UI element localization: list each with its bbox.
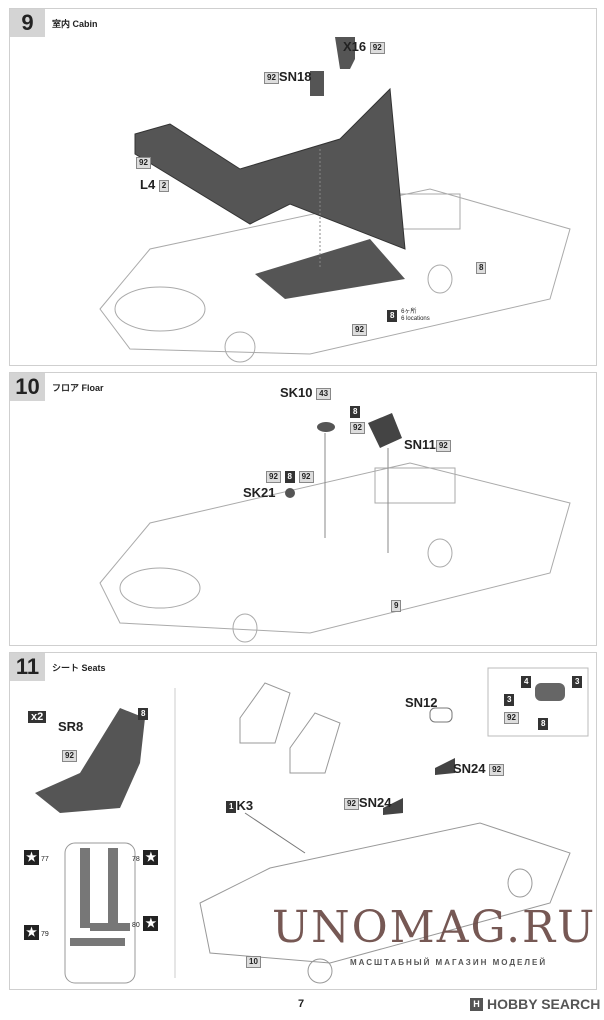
label-sn12: SN12	[405, 695, 438, 710]
x16-pedals-part	[335, 37, 355, 69]
step-number: 10	[10, 373, 45, 401]
callout-8: 8	[538, 715, 549, 730]
star-icon: ★	[143, 850, 159, 866]
footer-brand: H HOBBY SEARCH	[470, 996, 600, 1012]
sk21-part	[285, 488, 295, 498]
step-number: 11	[10, 653, 45, 681]
label-sk10-paint-92: 92	[350, 419, 365, 434]
hobby-search-logo-icon: H	[470, 997, 483, 1011]
callout-4: 4	[521, 673, 532, 688]
label-sk21-paints: 92 8 92	[266, 468, 314, 483]
step-title: フロア Floar	[52, 383, 104, 393]
sn11-part	[368, 413, 402, 448]
star-icon: ★	[24, 925, 39, 941]
label-sn24-a: SN24 92	[453, 761, 505, 776]
callout-3a: 3	[504, 691, 515, 706]
cabin-diagram	[99, 37, 571, 363]
step-title: 室内 Cabin	[52, 19, 98, 29]
floor-diagram	[99, 413, 571, 643]
sn18-part	[310, 71, 324, 96]
label-sk10-paint-8: 8	[350, 403, 361, 418]
decal-79: ★79	[24, 924, 49, 941]
brand-name: HOBBY SEARCH	[487, 996, 601, 1012]
decal-80: 80 ★	[130, 915, 159, 932]
decal-78: 78 ★	[130, 849, 159, 866]
tunnel-part	[255, 239, 405, 299]
label-body-paint: 92	[136, 154, 151, 169]
sk10-part	[317, 422, 335, 432]
label-l4: L4 2	[140, 177, 170, 192]
callout-92: 92	[504, 709, 519, 724]
step-title: シート Seats	[52, 663, 106, 673]
callout-3b: 3	[572, 673, 583, 688]
decal-77: ★77	[24, 849, 49, 866]
star-icon: ★	[24, 850, 39, 866]
seats-diagram	[35, 667, 589, 984]
label-sk10: SK10 43	[280, 385, 332, 400]
label-floor-paint: 10	[246, 953, 261, 968]
label-x16: X16 92	[343, 39, 385, 54]
step-11-panel: 11 シート Seats x2 SR8 8 92 ★77 78 ★ ★79 80…	[9, 652, 597, 990]
label-chassis-paint: 9	[391, 597, 402, 612]
step-number: 9	[10, 9, 45, 37]
label-qty: x2	[28, 708, 47, 723]
seat-sr8-part	[35, 708, 145, 813]
label-sr8-paint-8: 8	[138, 705, 149, 720]
label-floor-paint: 92	[352, 321, 367, 336]
label-sk21: SK21	[243, 485, 276, 500]
label-sr8: SR8	[58, 719, 84, 734]
label-chassis-paint: 8	[476, 259, 487, 274]
watermark-title: UNOMAG.RU	[272, 902, 597, 953]
watermark-subtitle: МАСШТАБНЫЙ МАГАЗИН МОДЕЛЕЙ	[350, 958, 548, 967]
cabin-floor-part	[134, 87, 406, 250]
page-number: 7	[298, 998, 305, 1010]
label-sr8-paint-92: 92	[62, 747, 77, 762]
star-icon: ★	[143, 916, 159, 932]
